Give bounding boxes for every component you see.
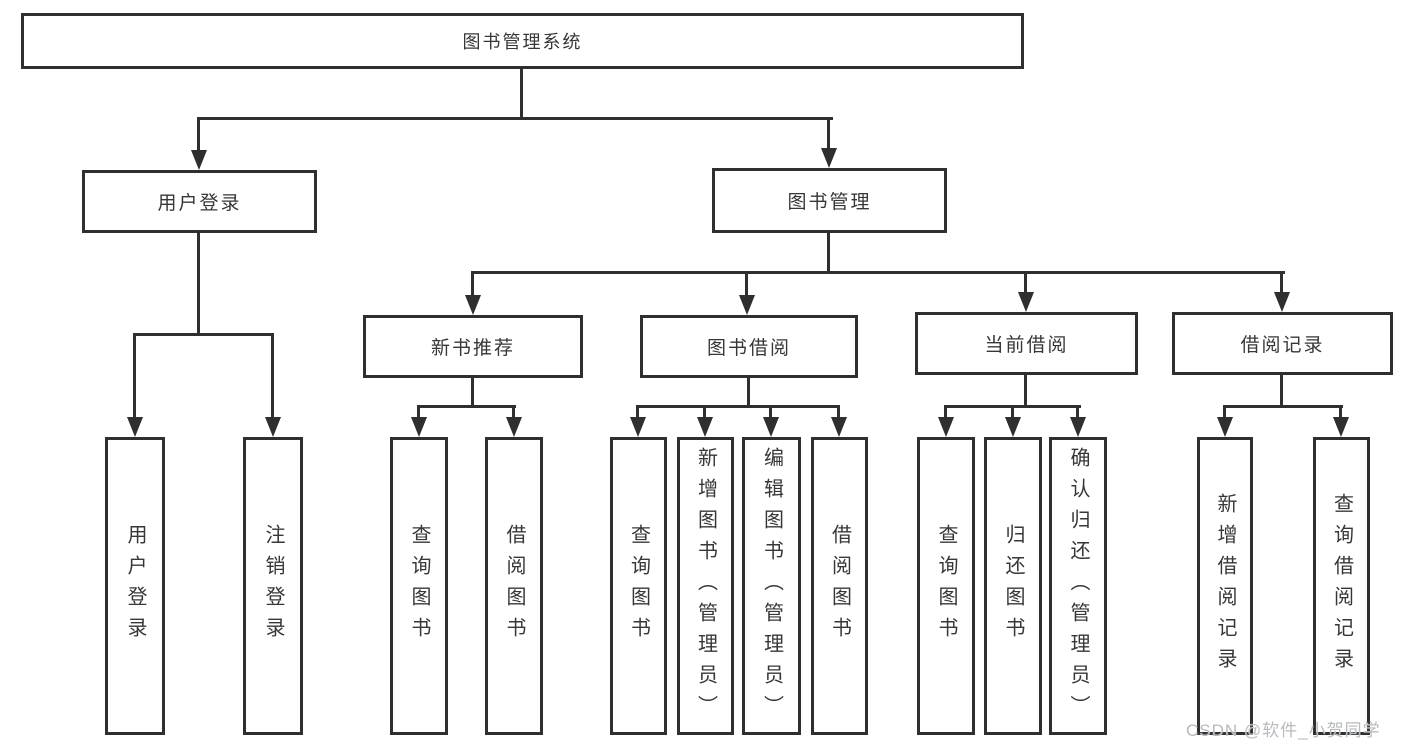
connector-borrow-record-rail	[1223, 405, 1343, 408]
connector-book-borrow-rail	[636, 405, 840, 408]
arrowhead	[411, 417, 427, 437]
connector-new-book-stem	[471, 378, 474, 408]
leaf-confirm-return-admin-label: 确认归还（管理员）	[1067, 446, 1089, 726]
node-user-login-label: 用户登录	[157, 193, 242, 214]
leaf-edit-book-admin-label: 编辑图书（管理员）	[760, 446, 783, 726]
arrowhead	[739, 295, 755, 315]
leaf-confirm-return-admin: 确认归还（管理员）	[1049, 437, 1107, 735]
leaf-edit-book-admin: 编辑图书（管理员）	[742, 437, 801, 735]
connector-book-mgmt-stem	[827, 233, 830, 274]
arrowhead	[506, 417, 522, 437]
connector-drop	[1223, 405, 1226, 419]
node-borrowing-records: 借阅记录	[1172, 312, 1393, 375]
arrowhead	[1018, 292, 1034, 312]
connector-drop	[827, 117, 830, 151]
connector-drop	[837, 405, 840, 419]
connector-root-stem	[520, 69, 523, 119]
leaf-query-books-borrowing-label: 查询图书	[627, 524, 650, 648]
connector-drop	[944, 405, 947, 419]
connector-drop	[133, 333, 136, 417]
node-book-management-label: 图书管理	[787, 192, 872, 213]
leaf-query-books-borrowing: 查询图书	[610, 437, 667, 735]
node-new-book-recommend: 新书推荐	[363, 315, 583, 378]
connector-drop	[271, 333, 274, 417]
node-new-book-recommend-label: 新书推荐	[430, 338, 515, 359]
node-current-borrowing-label: 当前借阅	[984, 335, 1069, 356]
connector-drop	[1339, 405, 1342, 419]
arrowhead	[127, 417, 143, 437]
connector-drop	[1011, 405, 1014, 419]
arrowhead	[1070, 417, 1086, 437]
leaf-add-borrow-record-label: 新增借阅记录	[1214, 493, 1236, 679]
arrowhead	[1005, 417, 1021, 437]
leaf-logout: 注销登录	[243, 437, 303, 735]
node-book-management: 图书管理	[712, 168, 947, 233]
arrowhead	[821, 148, 837, 168]
connector-book-borrow-stem	[747, 378, 750, 408]
arrowhead	[763, 417, 779, 437]
leaf-query-borrow-record-label: 查询借阅记录	[1330, 493, 1353, 679]
arrowhead	[191, 150, 207, 170]
connector-new-book-rail	[417, 405, 516, 408]
leaf-add-book-admin-label: 新增图书（管理员）	[694, 446, 717, 726]
connector-drop	[512, 405, 515, 419]
leaf-query-books-current: 查询图书	[917, 437, 975, 735]
leaf-query-borrow-record: 查询借阅记录	[1313, 437, 1370, 735]
arrowhead	[465, 295, 481, 315]
connector-borrow-record-stem	[1280, 375, 1283, 408]
leaf-return-books-label: 归还图书	[1002, 524, 1024, 648]
connector-user-login-rail	[133, 333, 274, 336]
connector-drop	[745, 271, 748, 297]
connector-drop	[197, 117, 200, 153]
connector-drop	[1024, 271, 1027, 294]
leaf-query-books-current-label: 查询图书	[935, 524, 957, 648]
node-borrowing-records-label: 借阅记录	[1240, 335, 1325, 356]
connector-drop	[471, 271, 474, 297]
arrowhead	[265, 417, 281, 437]
connector-level1-rail	[197, 117, 833, 120]
node-library-system: 图书管理系统	[21, 13, 1024, 69]
connector-level3-rail	[471, 271, 1285, 274]
node-library-system-label: 图书管理系统	[462, 32, 583, 52]
connector-drop	[703, 405, 706, 419]
connector-drop	[417, 405, 420, 419]
arrowhead	[697, 417, 713, 437]
arrowhead	[1333, 417, 1349, 437]
connector-drop	[769, 405, 772, 419]
node-current-borrowing: 当前借阅	[915, 312, 1138, 375]
leaf-borrow-books-borrowing-label: 借阅图书	[828, 524, 851, 648]
leaf-borrow-books-recommend: 借阅图书	[485, 437, 543, 735]
leaf-add-borrow-record: 新增借阅记录	[1197, 437, 1253, 735]
connector-drop	[1076, 405, 1079, 419]
node-book-borrowing-label: 图书借阅	[706, 338, 791, 359]
arrowhead	[630, 417, 646, 437]
leaf-query-books-recommend-label: 查询图书	[408, 524, 430, 648]
node-book-borrowing: 图书借阅	[640, 315, 858, 378]
arrowhead	[938, 417, 954, 437]
leaf-logout-label: 注销登录	[262, 524, 284, 648]
arrowhead	[1217, 417, 1233, 437]
leaf-borrow-books-recommend-label: 借阅图书	[503, 524, 525, 648]
csdn-watermark: CSDN @软件_小贺同学	[1186, 721, 1381, 740]
connector-user-login-stem	[197, 233, 200, 336]
leaf-return-books: 归还图书	[984, 437, 1042, 735]
connector-current-borrow-stem	[1024, 375, 1027, 408]
connector-drop	[636, 405, 639, 419]
leaf-add-book-admin: 新增图书（管理员）	[677, 437, 734, 735]
leaf-user-login: 用户登录	[105, 437, 165, 735]
leaf-borrow-books-borrowing: 借阅图书	[811, 437, 868, 735]
arrowhead	[1274, 292, 1290, 312]
connector-drop	[1280, 271, 1283, 294]
leaf-user-login-label: 用户登录	[124, 524, 146, 648]
leaf-query-books-recommend: 查询图书	[390, 437, 448, 735]
arrowhead	[831, 417, 847, 437]
node-user-login: 用户登录	[82, 170, 317, 233]
